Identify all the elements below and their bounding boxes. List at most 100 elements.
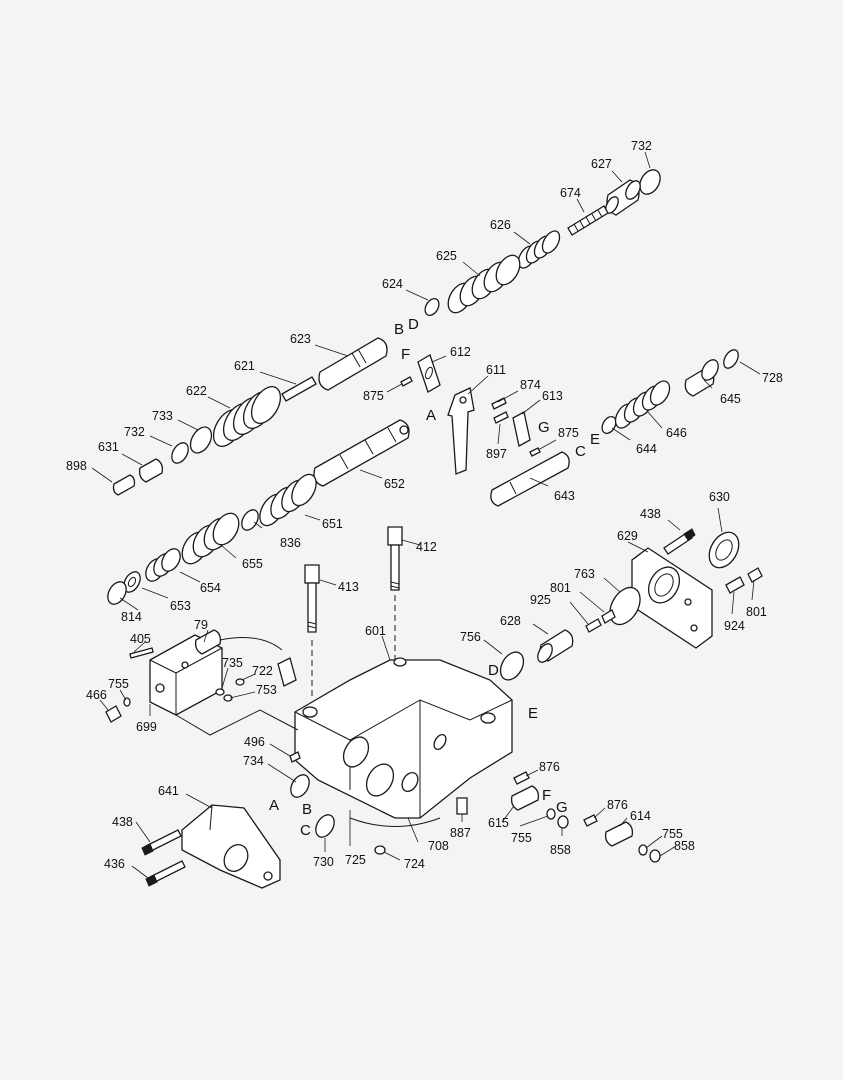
label-674: 674 <box>560 186 581 200</box>
label-708: 708 <box>428 839 449 853</box>
label-652: 652 <box>384 477 405 491</box>
label-725: 725 <box>345 853 366 867</box>
bolt-436 <box>145 860 186 887</box>
label-626: 626 <box>490 218 511 232</box>
screw-405 <box>129 647 154 659</box>
label-801-right: 801 <box>746 605 767 619</box>
o-ring-732-top <box>639 169 661 195</box>
label-699: 699 <box>136 720 157 734</box>
label-728: 728 <box>762 371 783 385</box>
label-734: 734 <box>243 754 264 768</box>
plate-613 <box>512 411 531 447</box>
label-733: 733 <box>152 409 173 423</box>
spool-651 <box>259 473 317 527</box>
label-405: 405 <box>130 632 151 646</box>
label-755-mid: 755 <box>511 831 532 845</box>
o-ring-734 <box>290 774 310 798</box>
bolt-438-right <box>663 528 696 555</box>
solenoid-79 <box>194 629 297 687</box>
label-876-right: 876 <box>607 798 628 812</box>
label-876-top: 876 <box>539 760 560 774</box>
letter-d-top: D <box>408 316 419 333</box>
spring-674 <box>567 205 609 236</box>
pin-876-right <box>583 814 598 827</box>
letter-a-mid: A <box>426 407 436 424</box>
label-874: 874 <box>520 378 541 392</box>
label-897: 897 <box>486 447 507 461</box>
pin-897 <box>493 411 509 424</box>
plug-898 <box>112 474 136 496</box>
spring-625 <box>447 254 521 314</box>
o-ring-858-mid <box>557 815 569 829</box>
label-858-mid: 858 <box>550 843 571 857</box>
plug-628 <box>537 629 574 663</box>
label-630: 630 <box>709 490 730 504</box>
pin-496 <box>289 751 301 763</box>
o-ring-728 <box>723 349 739 369</box>
label-412: 412 <box>416 540 437 554</box>
plate-612 <box>417 354 441 393</box>
pin-875-top <box>400 376 413 387</box>
label-643: 643 <box>554 489 575 503</box>
label-756: 756 <box>460 630 481 644</box>
plug-924 <box>725 576 745 594</box>
o-ring-724 <box>374 845 386 855</box>
valve-body-601 <box>294 657 513 819</box>
letter-f-low: F <box>542 787 551 804</box>
label-732-mid: 732 <box>124 425 145 439</box>
ring-755-mid <box>546 808 556 820</box>
label-624: 624 <box>382 277 403 291</box>
letter-g-mid: G <box>538 419 550 436</box>
ring-624 <box>424 297 440 317</box>
label-724: 724 <box>404 857 425 871</box>
label-613: 613 <box>542 389 563 403</box>
label-753: 753 <box>256 683 277 697</box>
label-858-right: 858 <box>674 839 695 853</box>
label-625: 625 <box>436 249 457 263</box>
label-436: 436 <box>104 857 125 871</box>
pin-621 <box>281 376 317 402</box>
label-466: 466 <box>86 688 107 702</box>
spring-646 <box>614 380 671 429</box>
label-755-right: 755 <box>662 827 683 841</box>
label-641: 641 <box>158 784 179 798</box>
letter-e-body: E <box>528 705 538 722</box>
letter-b-top: B <box>394 321 404 338</box>
cover-629 <box>631 547 713 649</box>
label-651: 651 <box>322 517 343 531</box>
letter-c-low: C <box>300 822 311 839</box>
letter-b-low: B <box>302 801 312 818</box>
label-755-left: 755 <box>108 677 129 691</box>
label-413: 413 <box>338 580 359 594</box>
letter-a-low: A <box>269 797 279 814</box>
label-898: 898 <box>66 459 87 473</box>
label-925: 925 <box>530 593 551 607</box>
label-654: 654 <box>200 581 221 595</box>
label-622: 622 <box>186 384 207 398</box>
label-629: 629 <box>617 529 638 543</box>
label-601: 601 <box>365 624 386 638</box>
bolt-413 <box>304 564 320 633</box>
label-814: 814 <box>121 610 142 624</box>
bolt-412 <box>387 526 403 591</box>
plug-645 <box>684 359 719 397</box>
label-615: 615 <box>488 816 509 830</box>
o-rings-735-722-753 <box>215 678 245 702</box>
flange-630 <box>708 531 740 569</box>
spring-622 <box>212 386 282 447</box>
o-ring-733 <box>189 426 213 454</box>
ring-755-right <box>638 844 648 856</box>
label-836: 836 <box>280 536 301 550</box>
letter-f-top: F <box>401 346 410 363</box>
plug-627 <box>605 179 641 216</box>
connection-letters: B D F A G E C D E A B C F G <box>269 316 600 839</box>
label-496: 496 <box>244 735 265 749</box>
pin-874 <box>491 397 507 410</box>
leader-lines <box>91 151 761 879</box>
label-623: 623 <box>290 332 311 346</box>
collar-631 <box>138 458 164 483</box>
o-ring-732-mid <box>171 442 189 464</box>
cover-641 <box>181 804 281 889</box>
letter-g-low: G <box>556 799 568 816</box>
